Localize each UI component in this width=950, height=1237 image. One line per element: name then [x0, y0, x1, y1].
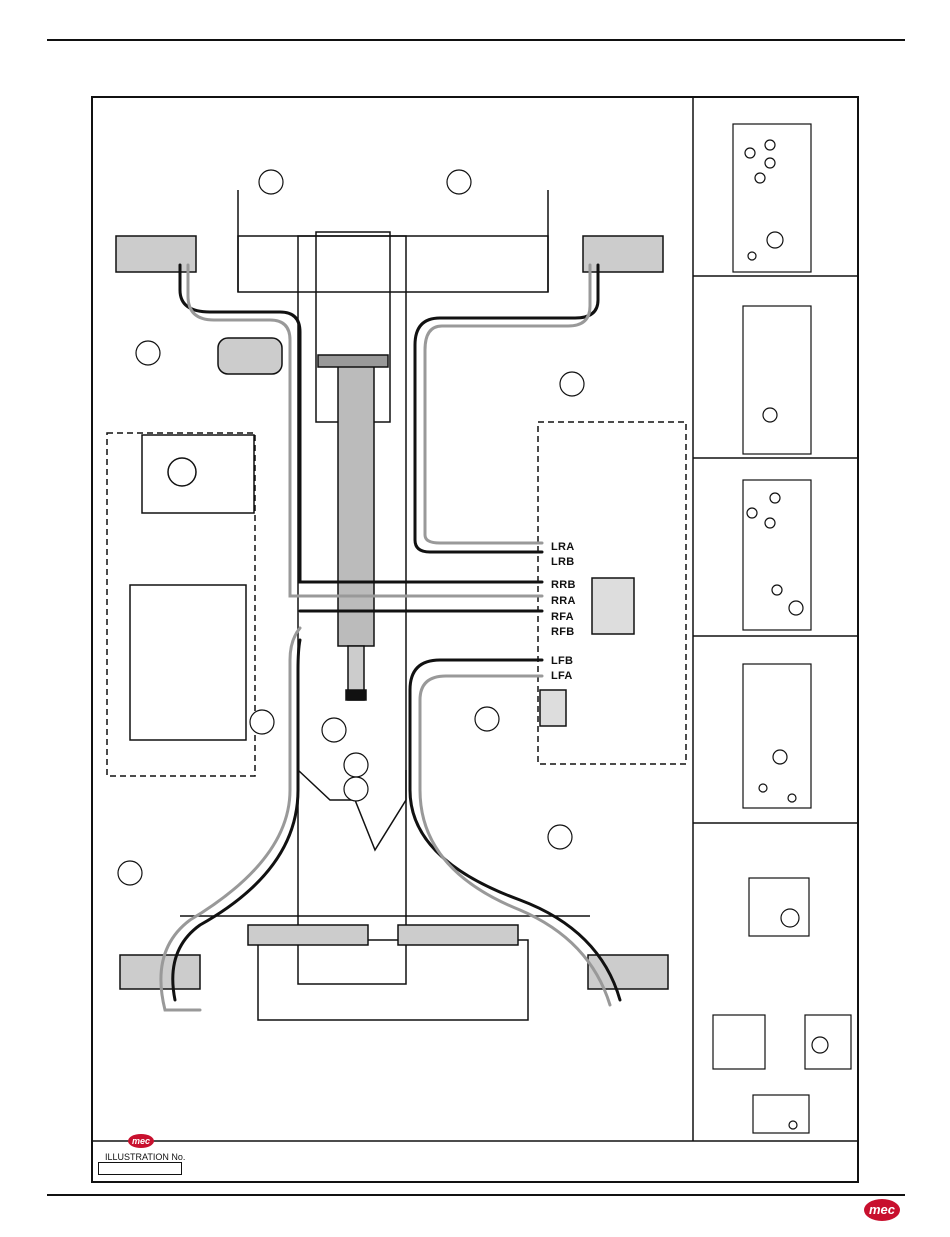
hose-label-rra: RRA — [551, 595, 576, 607]
manifold-detail-5 — [749, 878, 809, 936]
hydraulic-valve-block-icon — [592, 578, 634, 634]
engine — [130, 585, 246, 740]
manifold-detail-6 — [713, 1015, 765, 1069]
hose-label-rfa: RFA — [551, 611, 574, 623]
hose-label-lfa: LFA — [551, 670, 573, 682]
hose-label-lra: LRA — [551, 541, 575, 553]
hose-label-lfb: LFB — [551, 655, 573, 667]
manifold-detail-8 — [753, 1095, 809, 1133]
hose-label-rrb: RRB — [551, 579, 576, 591]
mec-logo-icon: mec — [864, 1199, 900, 1221]
lift-cylinder — [338, 366, 374, 646]
steering-cylinder-icon — [116, 236, 196, 272]
mec-logo-icon: mec — [128, 1134, 154, 1148]
hose-label-rfb: RFB — [551, 626, 575, 638]
engine-area-box — [107, 433, 255, 776]
manifold-detail-2 — [743, 306, 811, 454]
hose-label-lrb: LRB — [551, 556, 575, 568]
illustration-label: ILLUSTRATION No. — [105, 1152, 185, 1162]
illustration-number-box — [98, 1162, 182, 1175]
hydraulic-tank — [142, 435, 254, 513]
manifold-detail-4 — [743, 664, 811, 808]
